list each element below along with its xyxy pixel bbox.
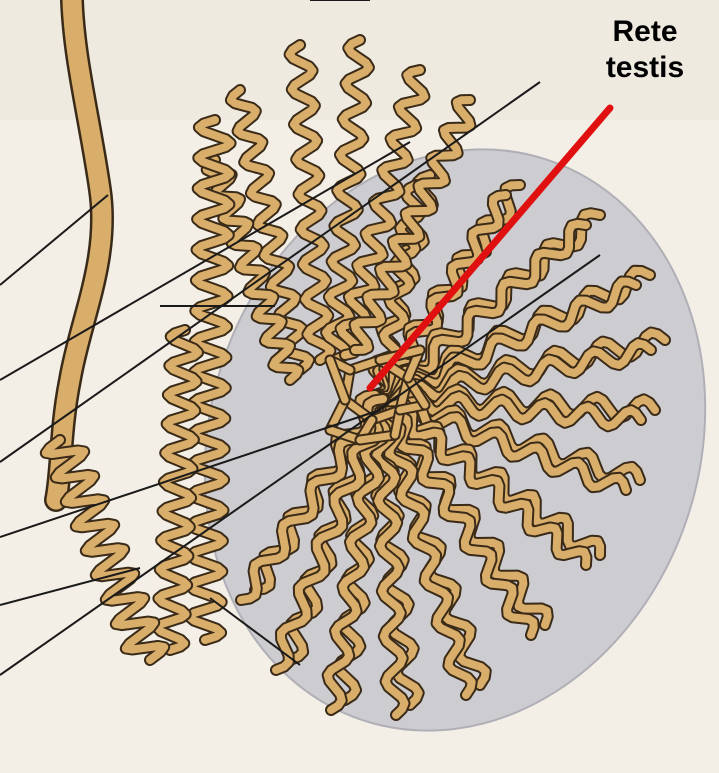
rete-testis-label-line2: testis: [585, 50, 705, 86]
rete-testis-label-line1: Rete: [585, 14, 705, 50]
rete-testis-label: Rete testis: [585, 14, 705, 86]
